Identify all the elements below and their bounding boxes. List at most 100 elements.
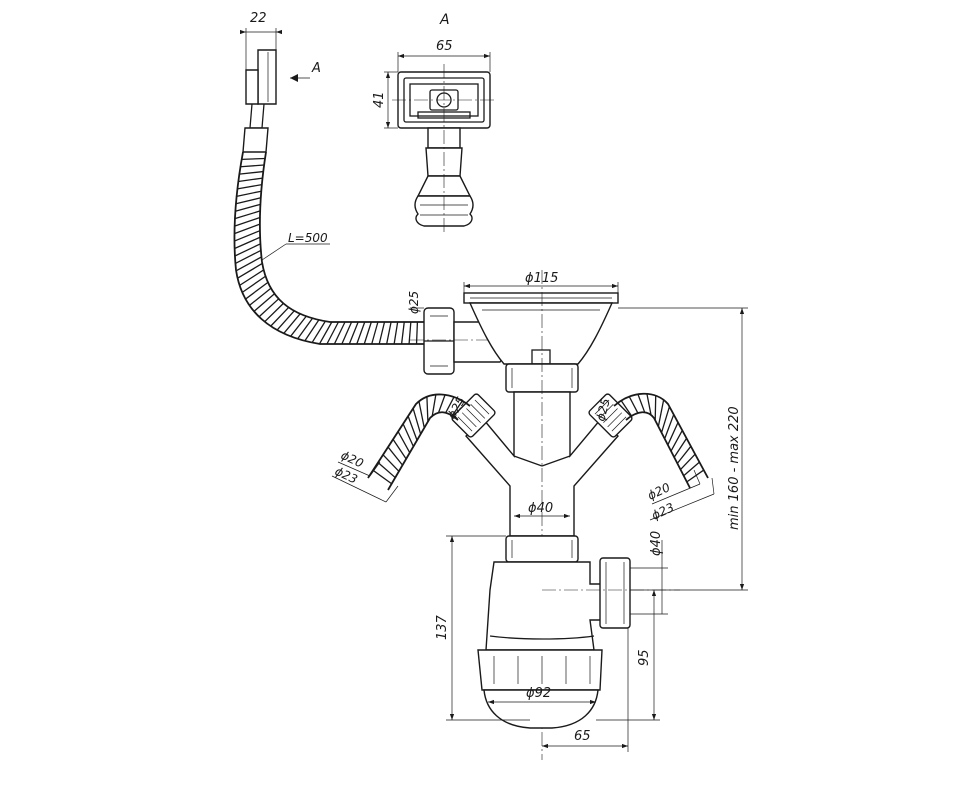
hose-rib <box>412 408 422 435</box>
hose-rib <box>426 396 429 422</box>
hose-rib <box>238 177 263 183</box>
dim-view-width: 65 <box>397 39 491 72</box>
dim-pipe-dia: ϕ40 <box>514 501 570 519</box>
hose-rib <box>393 321 399 345</box>
hose-rib <box>333 321 346 345</box>
view-arrow-a: A <box>290 61 321 82</box>
hose-rib <box>234 236 261 250</box>
hose-rib <box>654 395 657 421</box>
hose-rib <box>240 164 265 168</box>
hose-rib <box>664 414 675 440</box>
hose-rib <box>264 302 284 323</box>
hose-rib <box>290 315 307 337</box>
hose-rib <box>297 317 314 340</box>
dim-trap-dia: ϕ92 <box>488 686 596 705</box>
hose-rib <box>418 401 425 428</box>
hose-rib <box>437 394 446 413</box>
dim-top-width: 22 <box>240 11 282 70</box>
hose-rib <box>686 469 705 483</box>
hose-rib <box>382 454 400 472</box>
hose-rib <box>234 210 261 220</box>
dim-trap-dia-label: ϕ92 <box>526 686 551 701</box>
hose-rib <box>680 453 696 470</box>
dim-view-height-label: 41 <box>372 91 387 108</box>
hose-rib <box>637 394 646 413</box>
hose-rib <box>408 321 412 345</box>
dim-outlet-offset: 65 <box>542 628 629 752</box>
hose-rib <box>670 430 683 452</box>
view-a: A <box>392 12 496 232</box>
hose-rib <box>239 170 264 175</box>
hose-rib <box>311 320 326 343</box>
hose-rib <box>258 298 280 318</box>
hose-rib <box>646 393 652 416</box>
hose-rib <box>234 216 261 227</box>
hose-rib <box>667 422 679 446</box>
hose-rib <box>318 321 333 345</box>
dim-total-height: min 160 - max 220 <box>618 307 748 591</box>
hose-rib <box>660 406 671 433</box>
hose-rib <box>407 415 418 441</box>
hose-rib <box>400 321 405 345</box>
dim-right-hose: ϕ20 ϕ23 <box>645 469 715 523</box>
hose-rib <box>235 197 261 205</box>
hose-rib <box>378 321 386 345</box>
hose-rib <box>402 423 414 447</box>
hose-rib <box>377 462 396 479</box>
dim-view-width-label: 65 <box>436 39 453 54</box>
hose-rib <box>415 321 419 345</box>
dim-pipe-dia-label: ϕ40 <box>528 501 553 516</box>
dim-trap-height: 137 <box>435 535 530 721</box>
hose-rib <box>270 306 290 327</box>
dim-total-height-label: min 160 - max 220 <box>727 406 742 530</box>
hose-rib <box>236 190 262 197</box>
hose-rib <box>676 445 692 464</box>
right-inlet-ribs <box>620 393 705 483</box>
dim-bowl-dia-label: ϕ115 <box>525 271 558 286</box>
dim-top-width-label: 22 <box>250 11 267 26</box>
hose-rib <box>387 446 404 466</box>
dim-bowl-dia: ϕ115 <box>463 271 619 293</box>
hose-rib <box>363 321 372 345</box>
right-hose-inner-label: ϕ20 <box>645 480 672 503</box>
right-inlet-hose <box>613 392 709 489</box>
hose-rib <box>372 469 393 485</box>
hose-rib <box>386 321 392 345</box>
dim-outlet-height-label: 95 <box>637 649 652 666</box>
hose-rib <box>234 230 261 242</box>
left-inlet-ribs <box>372 394 463 485</box>
hose-rib <box>234 243 261 257</box>
hose-rib <box>392 438 407 460</box>
left-inlet-hose <box>367 393 471 491</box>
hose-rib <box>304 319 320 342</box>
hose-rib <box>683 461 700 477</box>
hose-rib <box>348 321 359 345</box>
hose-length-label: L=500 <box>288 231 328 245</box>
hose-length-note: L=500 <box>261 231 330 261</box>
hose-rib <box>283 313 301 334</box>
hose-rib <box>445 396 455 414</box>
view-a-label: A <box>439 12 450 28</box>
hose-rib <box>253 293 275 312</box>
hose-rib <box>620 400 633 417</box>
hose-rib <box>245 281 269 300</box>
hose-rib <box>237 184 262 190</box>
dim-outlet-offset-label: 65 <box>574 729 591 744</box>
hose-rib <box>239 269 265 286</box>
bottle-trap <box>477 535 680 729</box>
hose-rib <box>356 321 366 345</box>
dim-left-hose: ϕ20 ϕ23 <box>331 448 399 503</box>
hose-rib <box>341 321 353 345</box>
hose-rib <box>276 310 295 331</box>
hose-rib <box>241 275 266 293</box>
left-inlet-nut <box>451 393 496 438</box>
hose-rib <box>451 400 463 417</box>
overflow-hose <box>233 151 424 345</box>
view-arrow-label: A <box>311 61 321 76</box>
dim-outlet-dia-label: ϕ40 <box>649 531 664 556</box>
right-inlet-dia-label: ϕ25 <box>593 397 613 423</box>
dim-outlet-dia: ϕ40 <box>630 531 668 615</box>
hose-rib <box>235 249 262 265</box>
hose-ribs <box>234 157 419 345</box>
